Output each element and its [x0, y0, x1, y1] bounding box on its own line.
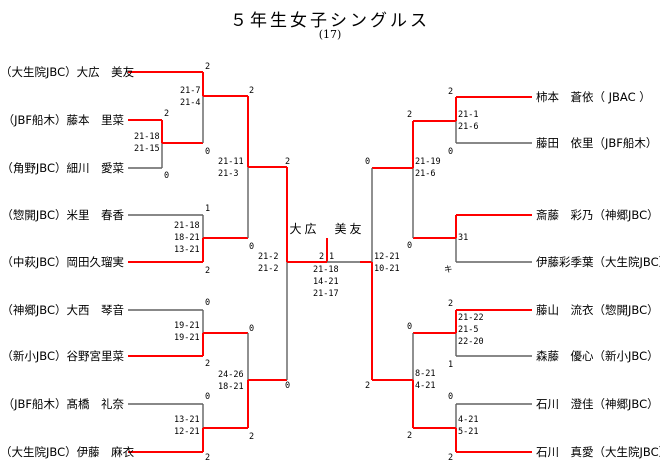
games-r-r2c-top: 2	[448, 299, 454, 309]
right-player-7: 石川 澄佳（神郷JBC）	[536, 397, 659, 411]
score-l-sf: 21-2 21-2	[258, 252, 279, 274]
games-l-r1a-bottom: 0	[164, 171, 170, 181]
games-l-qfb-bottom: 2	[249, 432, 255, 442]
games-r-r2d-bottom: 2	[448, 453, 454, 463]
games-l-sf-top: 2	[285, 157, 291, 167]
score-l-qfa: 21-11 21-3	[218, 157, 244, 179]
games-l-r2c-bottom: 2	[205, 359, 211, 369]
score-r-qfb: 8-21 4-21	[415, 369, 436, 391]
left-player-4: （惣開JBC）米里 春香	[1, 208, 124, 222]
score-r-sf: 12-21 10-21	[374, 252, 400, 274]
games-r-r2c-bottom: 1	[448, 360, 454, 370]
score-l-qfb: 24-26 18-21	[218, 370, 244, 392]
right-player-3: 斎藤 彩乃（神郷JBC）	[536, 208, 659, 222]
right-player-2: 藤田 依里（JBF船木）	[536, 136, 658, 150]
games-l-r2d-bottom: 2	[205, 453, 211, 463]
right-player-8: 石川 真愛（大生院JBC）	[536, 445, 660, 459]
games-r-sf-top: 0	[365, 157, 371, 167]
games-r-qfa-top: 2	[407, 110, 413, 120]
right-player-6: 森藤 優心（新小JBC）	[536, 349, 659, 363]
left-player-8: （JBF船木）髙橋 礼奈	[2, 397, 124, 411]
score-l-r2a: 21-7 21-4	[180, 86, 201, 108]
right-player-1: 柿本 蒼依（ JBAC ）	[536, 90, 651, 104]
games-l-r2a-top: 2	[205, 62, 211, 72]
left-player-5: （中萩JBC）岡田久瑠実	[1, 255, 124, 269]
score-r-r2b: 31	[458, 233, 469, 243]
games-r-sf-bottom: 2	[365, 381, 371, 391]
games-l-sf-bottom: 0	[285, 381, 291, 391]
left-player-1: （大生院JBC）大広 美友	[0, 65, 135, 79]
left-player-9: （大生院JBC）伊藤 麻衣	[0, 445, 135, 459]
score-l-r2d: 13-21 12-21	[174, 415, 200, 437]
page-title: ５年生女子シングルス	[230, 11, 430, 31]
page-subtitle: (17)	[318, 28, 342, 41]
score-r-qfa: 21-19 21-6	[415, 157, 441, 179]
games-l-r2b-top: 1	[205, 204, 211, 214]
games-r-r2b-bottom: キ	[444, 265, 453, 275]
score-l-r1a: 21-18 21-15	[134, 132, 160, 154]
left-player-7: （新小JBC）谷野宮里菜	[1, 349, 124, 363]
score-r-r2a: 21-1 21-6	[458, 110, 479, 132]
left-player-2: （JBF船木）藤本 里菜	[2, 113, 124, 127]
score-final: 21-18 14-21 21-17	[313, 265, 339, 299]
score-r-r2c: 21-22 21-5 22-20	[458, 313, 484, 347]
right-player-4: 伊藤彩季葉（大生院JBC）	[536, 255, 660, 269]
games-l-qfb-top: 0	[249, 324, 255, 334]
right-player-5: 藤山 流衣（惣開JBC）	[536, 303, 659, 317]
games-r-r2a-top: 2	[448, 87, 454, 97]
games-r-r2d-top: 0	[448, 392, 454, 402]
games-r-qfb-bottom: 2	[407, 431, 413, 441]
score-r-r2d: 4-21 5-21	[458, 415, 479, 437]
champion-name: 大広 美友	[289, 222, 365, 236]
final-games-left: 2	[319, 252, 325, 262]
games-r-qfa-bottom: 0	[407, 241, 413, 251]
games-l-r2c-top: 0	[205, 298, 211, 308]
final-games-right: 1	[329, 252, 335, 262]
games-l-qfa-top: 2	[249, 86, 255, 96]
games-l-r2a-bottom: 0	[205, 147, 211, 157]
games-l-r2d-top: 0	[205, 392, 211, 402]
games-l-r2b-bottom: 2	[205, 266, 211, 276]
left-player-6: （神郷JBC）大西 琴音	[1, 303, 124, 317]
score-l-r2b: 21-18 18-21 13-21	[174, 221, 200, 255]
games-r-r2a-bottom: 0	[448, 147, 454, 157]
games-l-r1a-top: 2	[164, 109, 170, 119]
games-l-qfa-bottom: 0	[249, 242, 255, 252]
left-player-3: （角野JBC）細川 愛菜	[1, 161, 124, 175]
score-l-r2c: 19-21 19-21	[174, 321, 200, 343]
games-r-qfb-top: 0	[407, 322, 413, 332]
